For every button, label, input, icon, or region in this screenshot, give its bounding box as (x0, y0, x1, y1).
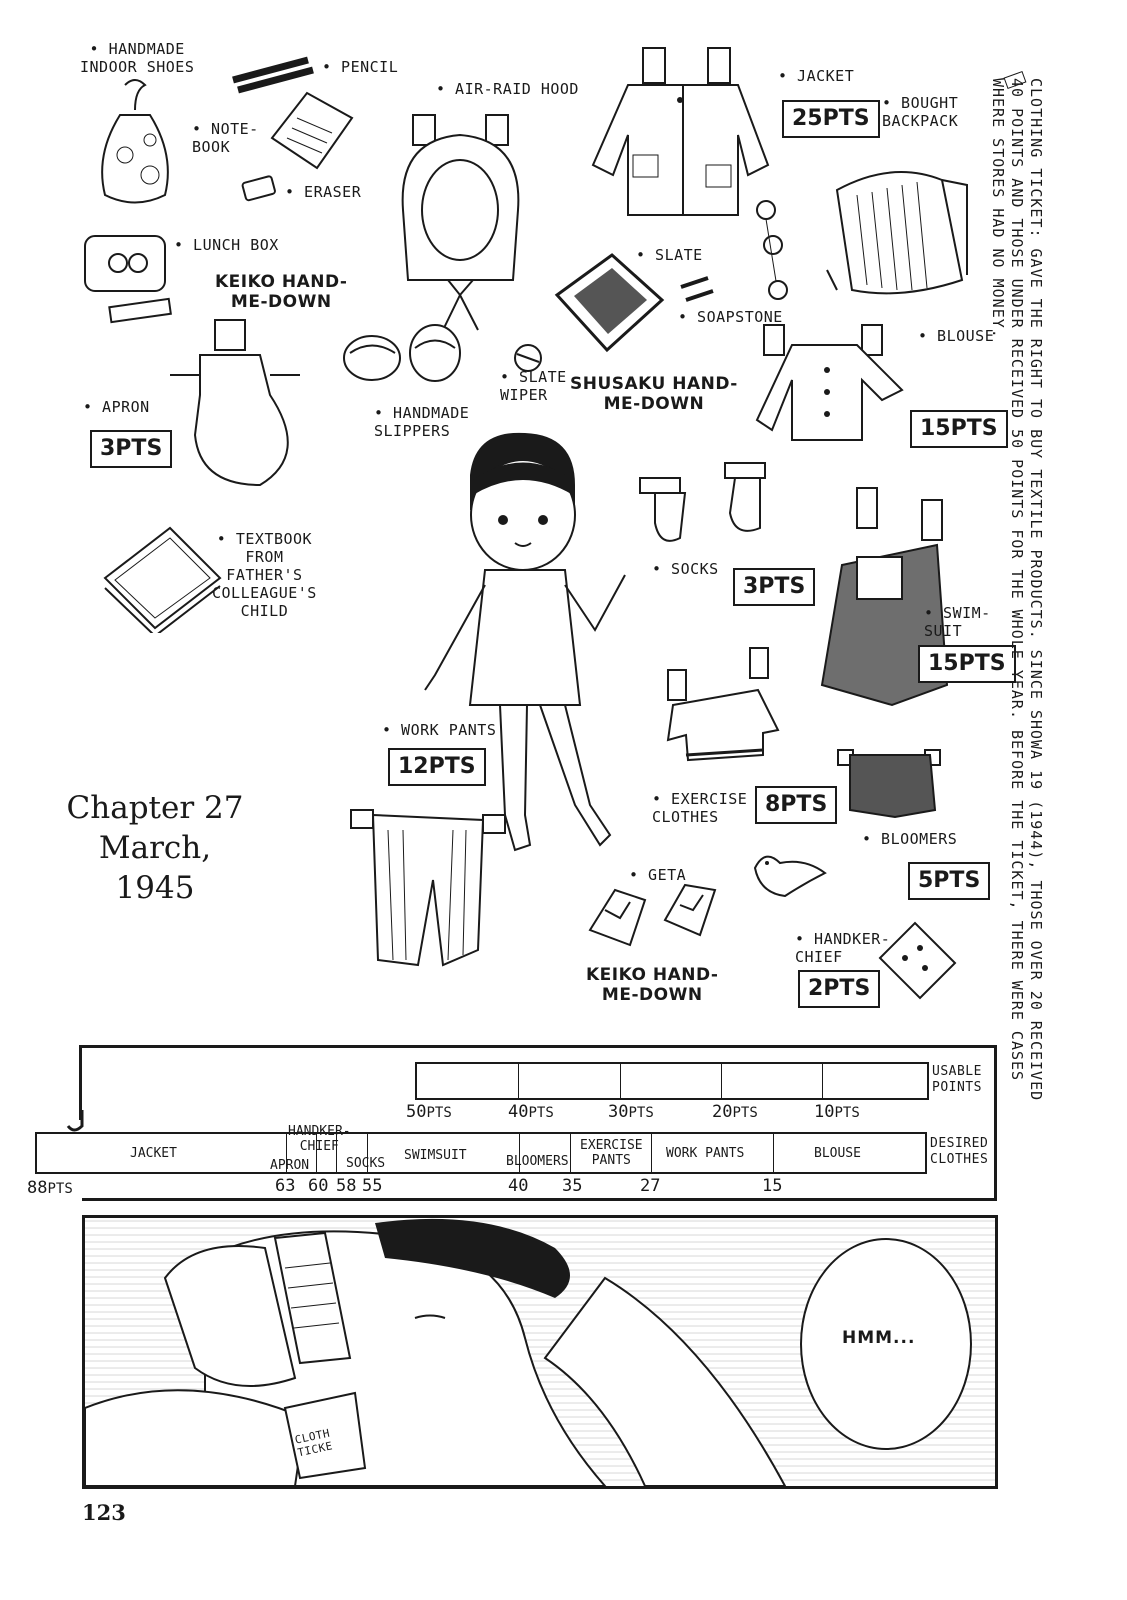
comic-panel (82, 1215, 998, 1489)
points-socks: 3PTS (733, 568, 816, 606)
blouse-illustration (752, 320, 917, 450)
label-jacket: • JACKET (778, 67, 855, 85)
slippers-illustration (340, 318, 465, 388)
desired-clothes-bar (35, 1132, 927, 1174)
flower-illustration (748, 195, 793, 305)
geta-illustration (585, 880, 725, 955)
slate-illustration (552, 250, 667, 355)
clothing-ticket-note: CLOTHING TICKET: GAVE THE RIGHT TO BUY T… (989, 78, 1045, 1102)
desired-tick-63: 63 (275, 1176, 296, 1196)
label-textbook: • TEXTBOOK FROM FATHER'S COLLEAGUE'S CHI… (212, 530, 317, 620)
usable-tick-20: 20PTS (712, 1102, 758, 1122)
label-shusaku-hand-me-down: SHUSAKU HAND- ME-DOWN (570, 374, 738, 414)
segment-work-pants: WORK PANTS (666, 1146, 745, 1161)
bird-illustration (745, 848, 830, 903)
jacket-illustration (588, 45, 773, 225)
soapstone-illustration (678, 275, 718, 305)
usable-tick-40: 40PTS (508, 1102, 554, 1122)
label-air-raid-hood: • AIR-RAID HOOD (436, 80, 579, 98)
swimsuit-illustration (812, 485, 957, 710)
apron-illustration (160, 315, 310, 490)
label-slate: • SLATE (636, 246, 703, 264)
segment-exercise-pants: EXERCISE PANTS (580, 1138, 643, 1168)
label-exercise-clothes: • EXERCISE CLOTHES (652, 790, 748, 826)
usable-tick-10: 10PTS (814, 1102, 860, 1122)
label-socks: • SOCKS (652, 560, 719, 578)
work-pants-illustration (348, 800, 508, 975)
label-slate-wiper: • SLATE WIPER (500, 368, 567, 404)
hook-icon (62, 1108, 86, 1136)
desired-tick-15: 15 (762, 1176, 783, 1196)
notebook-illustration (262, 88, 357, 173)
label-handkerchief: • HANDKER- CHIEF (795, 930, 891, 966)
label-work-pants: • WORK PANTS (382, 721, 497, 739)
label-soapstone: • SOAPSTONE (678, 308, 783, 326)
label-blouse: • BLOUSE (918, 327, 995, 345)
desired-tick-35: 35 (562, 1176, 583, 1196)
segment-handkerchief: HANDKER- CHIEF (288, 1124, 351, 1154)
desired-start-88: 88PTS (27, 1178, 73, 1198)
label-indoor-shoes: • HANDMADE INDOOR SHOES (80, 40, 195, 76)
segment-bloomers: BLOOMERS (506, 1154, 569, 1169)
lunch-box-illustration (80, 228, 180, 328)
label-bloomers: • BLOOMERS (862, 830, 958, 848)
segment-blouse: BLOUSE (814, 1146, 861, 1161)
points-blouse: 15PTS (910, 410, 1008, 448)
usable-points-bar (415, 1062, 929, 1100)
points-work-pants: 12PTS (388, 748, 486, 786)
label-keiko-hand-me-down-2: KEIKO HAND- ME-DOWN (586, 965, 719, 1005)
bloomers-illustration (835, 745, 945, 825)
usable-tick-50: 50PTS (406, 1102, 452, 1122)
exercise-clothes-illustration (658, 645, 783, 765)
points-exercise-clothes: 8PTS (755, 786, 838, 824)
pencil-illustration (228, 55, 318, 95)
chapter-heading: Chapter 27 March, 1945 (55, 788, 255, 908)
desired-tick-60: 60 (308, 1176, 329, 1196)
label-bought-backpack: • BOUGHT BACKPACK (882, 94, 959, 130)
backpack-illustration (822, 150, 972, 305)
textbook-illustration (100, 518, 225, 633)
points-handkerchief: 2PTS (798, 970, 881, 1008)
label-apron: • APRON (83, 398, 150, 416)
points-bloomers: 5PTS (908, 862, 991, 900)
chapter-title: Chapter 27 (66, 790, 244, 826)
handkerchief-illustration (875, 918, 960, 1003)
eraser-illustration (240, 175, 280, 203)
chapter-date: March, 1945 (98, 830, 212, 906)
speech-bubble (800, 1238, 972, 1450)
usable-tick-30: 30PTS (608, 1102, 654, 1122)
points-scale-frame (79, 1045, 997, 1201)
desired-tick-27: 27 (640, 1176, 661, 1196)
air-raid-hood-illustration (388, 110, 533, 340)
segment-apron: APRON (270, 1158, 310, 1173)
label-handmade-slippers: • HANDMADE SLIPPERS (374, 404, 470, 440)
desired-clothes-label: DESIRED CLOTHES (930, 1136, 989, 1167)
label-geta: • GETA (629, 866, 687, 884)
page-number: 123 (82, 1500, 126, 1525)
points-jacket: 25PTS (782, 100, 880, 138)
points-swimsuit: 15PTS (918, 645, 1016, 683)
usable-points-label: USABLE POINTS (932, 1064, 982, 1095)
girl-figure-illustration (415, 425, 650, 855)
mother-reading-ticket-illustration (85, 1218, 787, 1486)
desired-tick-55: 55 (362, 1176, 383, 1196)
socks-illustration (635, 458, 775, 558)
segment-swimsuit: SWIMSUIT (404, 1148, 467, 1163)
indoor-shoes-bag-illustration (95, 75, 180, 210)
points-apron: 3PTS (90, 430, 173, 468)
label-notebook: • NOTE- BOOK (192, 120, 259, 156)
desired-tick-40: 40 (508, 1176, 529, 1196)
desired-tick-58: 58 (336, 1176, 357, 1196)
slate-wiper-illustration (512, 342, 544, 374)
label-lunch-box: • LUNCH BOX (174, 236, 279, 254)
segment-jacket: JACKET (130, 1146, 177, 1161)
speech-text: HMM... (842, 1328, 916, 1348)
label-eraser: • ERASER (285, 183, 362, 201)
label-swimsuit: • SWIM- SUIT (924, 604, 991, 640)
label-pencil: • PENCIL (322, 58, 399, 76)
label-keiko-hand-me-down-1: KEIKO HAND- ME-DOWN (215, 272, 348, 312)
segment-socks: SOCKS (346, 1156, 386, 1171)
